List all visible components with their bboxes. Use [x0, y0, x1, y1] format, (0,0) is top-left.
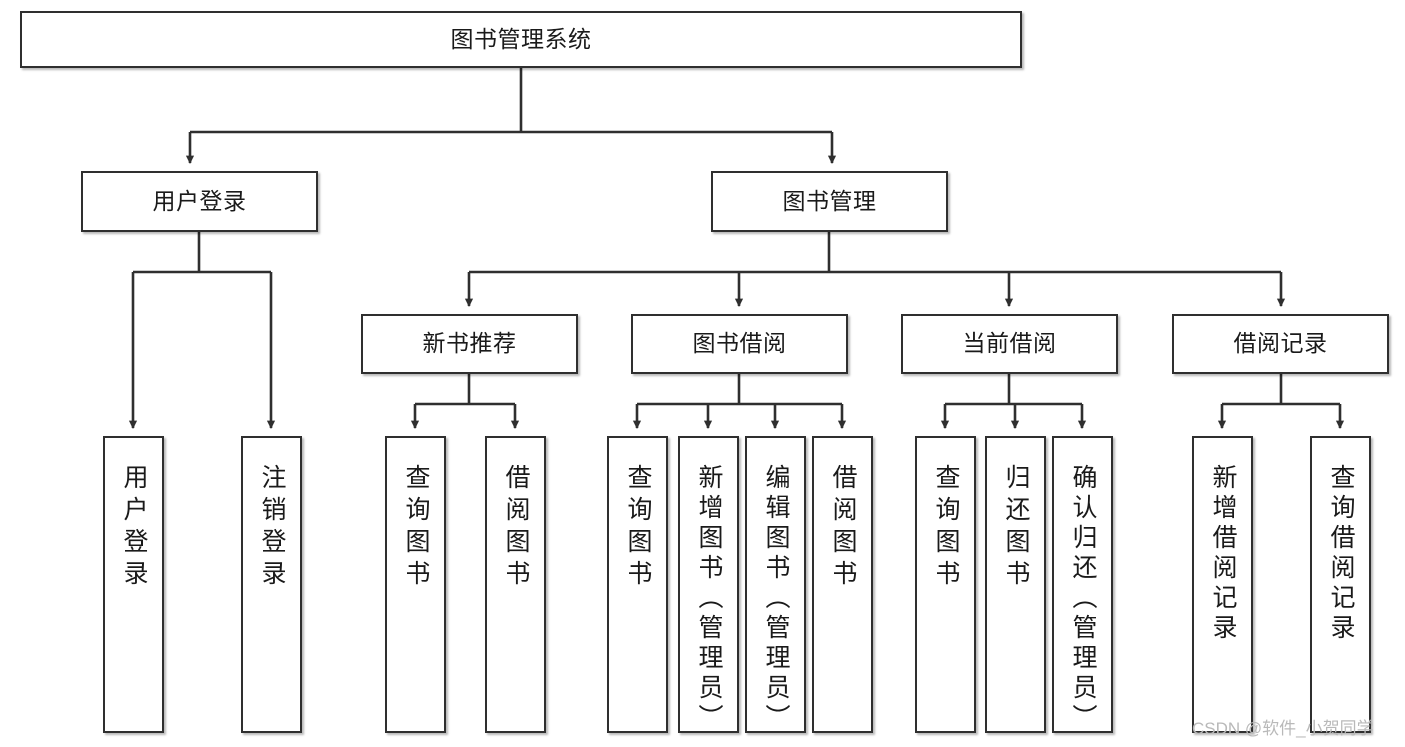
node-book-borrow-label: 图书借阅 [692, 330, 787, 357]
node-user-login-label: 用户登录 [152, 187, 247, 214]
leaf-book-borrow-query-label: 查询图书 [624, 464, 652, 592]
node-borrow-record-label: 借阅记录 [1233, 330, 1328, 357]
leaf-current-borrow-return[interactable]: 归还图书 [985, 436, 1046, 733]
node-new-book-recommend[interactable]: 新书推荐 [361, 314, 578, 374]
leaf-borrow-record-add[interactable]: 新增借阅记录 [1192, 436, 1253, 733]
leaf-current-borrow-confirm-return-label: 确认归还（管理员） [1069, 464, 1097, 734]
watermark: CSDN @软件_小贺同学 [1192, 719, 1374, 738]
leaf-new-book-query-label: 查询图书 [402, 464, 430, 592]
node-book-management[interactable]: 图书管理 [711, 171, 948, 232]
node-current-borrow[interactable]: 当前借阅 [901, 314, 1118, 374]
leaf-current-borrow-confirm-return[interactable]: 确认归还（管理员） [1052, 436, 1113, 734]
leaf-current-borrow-query-label: 查询图书 [932, 464, 960, 592]
node-current-borrow-label: 当前借阅 [962, 330, 1057, 357]
leaf-book-borrow-borrow[interactable]: 借阅图书 [812, 436, 873, 733]
leaf-new-book-query[interactable]: 查询图书 [385, 436, 446, 733]
leaf-borrow-record-add-label: 新增借阅记录 [1209, 464, 1237, 644]
node-new-book-recommend-label: 新书推荐 [422, 330, 517, 357]
leaf-current-borrow-return-label: 归还图书 [1002, 464, 1030, 592]
node-root[interactable]: 图书管理系统 [20, 11, 1022, 68]
leaf-user-login-logout-label: 注销登录 [258, 464, 286, 592]
node-root-label: 图书管理系统 [450, 25, 592, 52]
node-book-management-label: 图书管理 [782, 187, 877, 214]
node-borrow-record[interactable]: 借阅记录 [1172, 314, 1389, 374]
leaf-book-borrow-borrow-label: 借阅图书 [829, 464, 857, 592]
leaf-book-borrow-edit-label: 编辑图书（管理员） [762, 464, 790, 734]
leaf-book-borrow-query[interactable]: 查询图书 [607, 436, 668, 733]
leaf-book-borrow-add-label: 新增图书（管理员） [695, 464, 723, 734]
node-book-borrow[interactable]: 图书借阅 [631, 314, 848, 374]
leaf-new-book-borrow-label: 借阅图书 [502, 464, 530, 592]
leaf-new-book-borrow[interactable]: 借阅图书 [485, 436, 546, 733]
leaf-borrow-record-query-label: 查询借阅记录 [1327, 464, 1355, 644]
leaf-current-borrow-query[interactable]: 查询图书 [915, 436, 976, 733]
leaf-borrow-record-query[interactable]: 查询借阅记录 [1310, 436, 1371, 733]
leaf-user-login-logout[interactable]: 注销登录 [241, 436, 302, 733]
leaf-book-borrow-edit[interactable]: 编辑图书（管理员） [745, 436, 806, 734]
node-user-login[interactable]: 用户登录 [81, 171, 318, 232]
leaf-book-borrow-add[interactable]: 新增图书（管理员） [678, 436, 739, 734]
leaf-user-login-login-label: 用户登录 [120, 464, 148, 592]
leaf-user-login-login[interactable]: 用户登录 [103, 436, 164, 733]
